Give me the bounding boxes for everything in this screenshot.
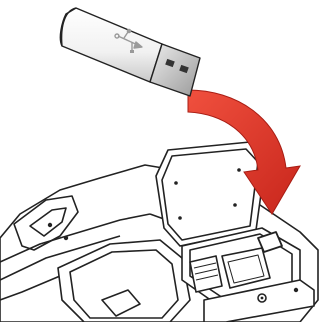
- front-screw-center: [261, 297, 264, 300]
- lid-screw-1: [174, 181, 178, 185]
- lid-screw-2: [178, 216, 182, 220]
- card-left: [190, 256, 222, 292]
- usb-drive-body: [60, 8, 162, 82]
- lid-screw-4: [233, 203, 237, 207]
- right-screw: [294, 288, 298, 292]
- lid-screw-3: [237, 168, 241, 172]
- screw-left: [48, 223, 52, 227]
- usb-flash-drive: [60, 8, 200, 96]
